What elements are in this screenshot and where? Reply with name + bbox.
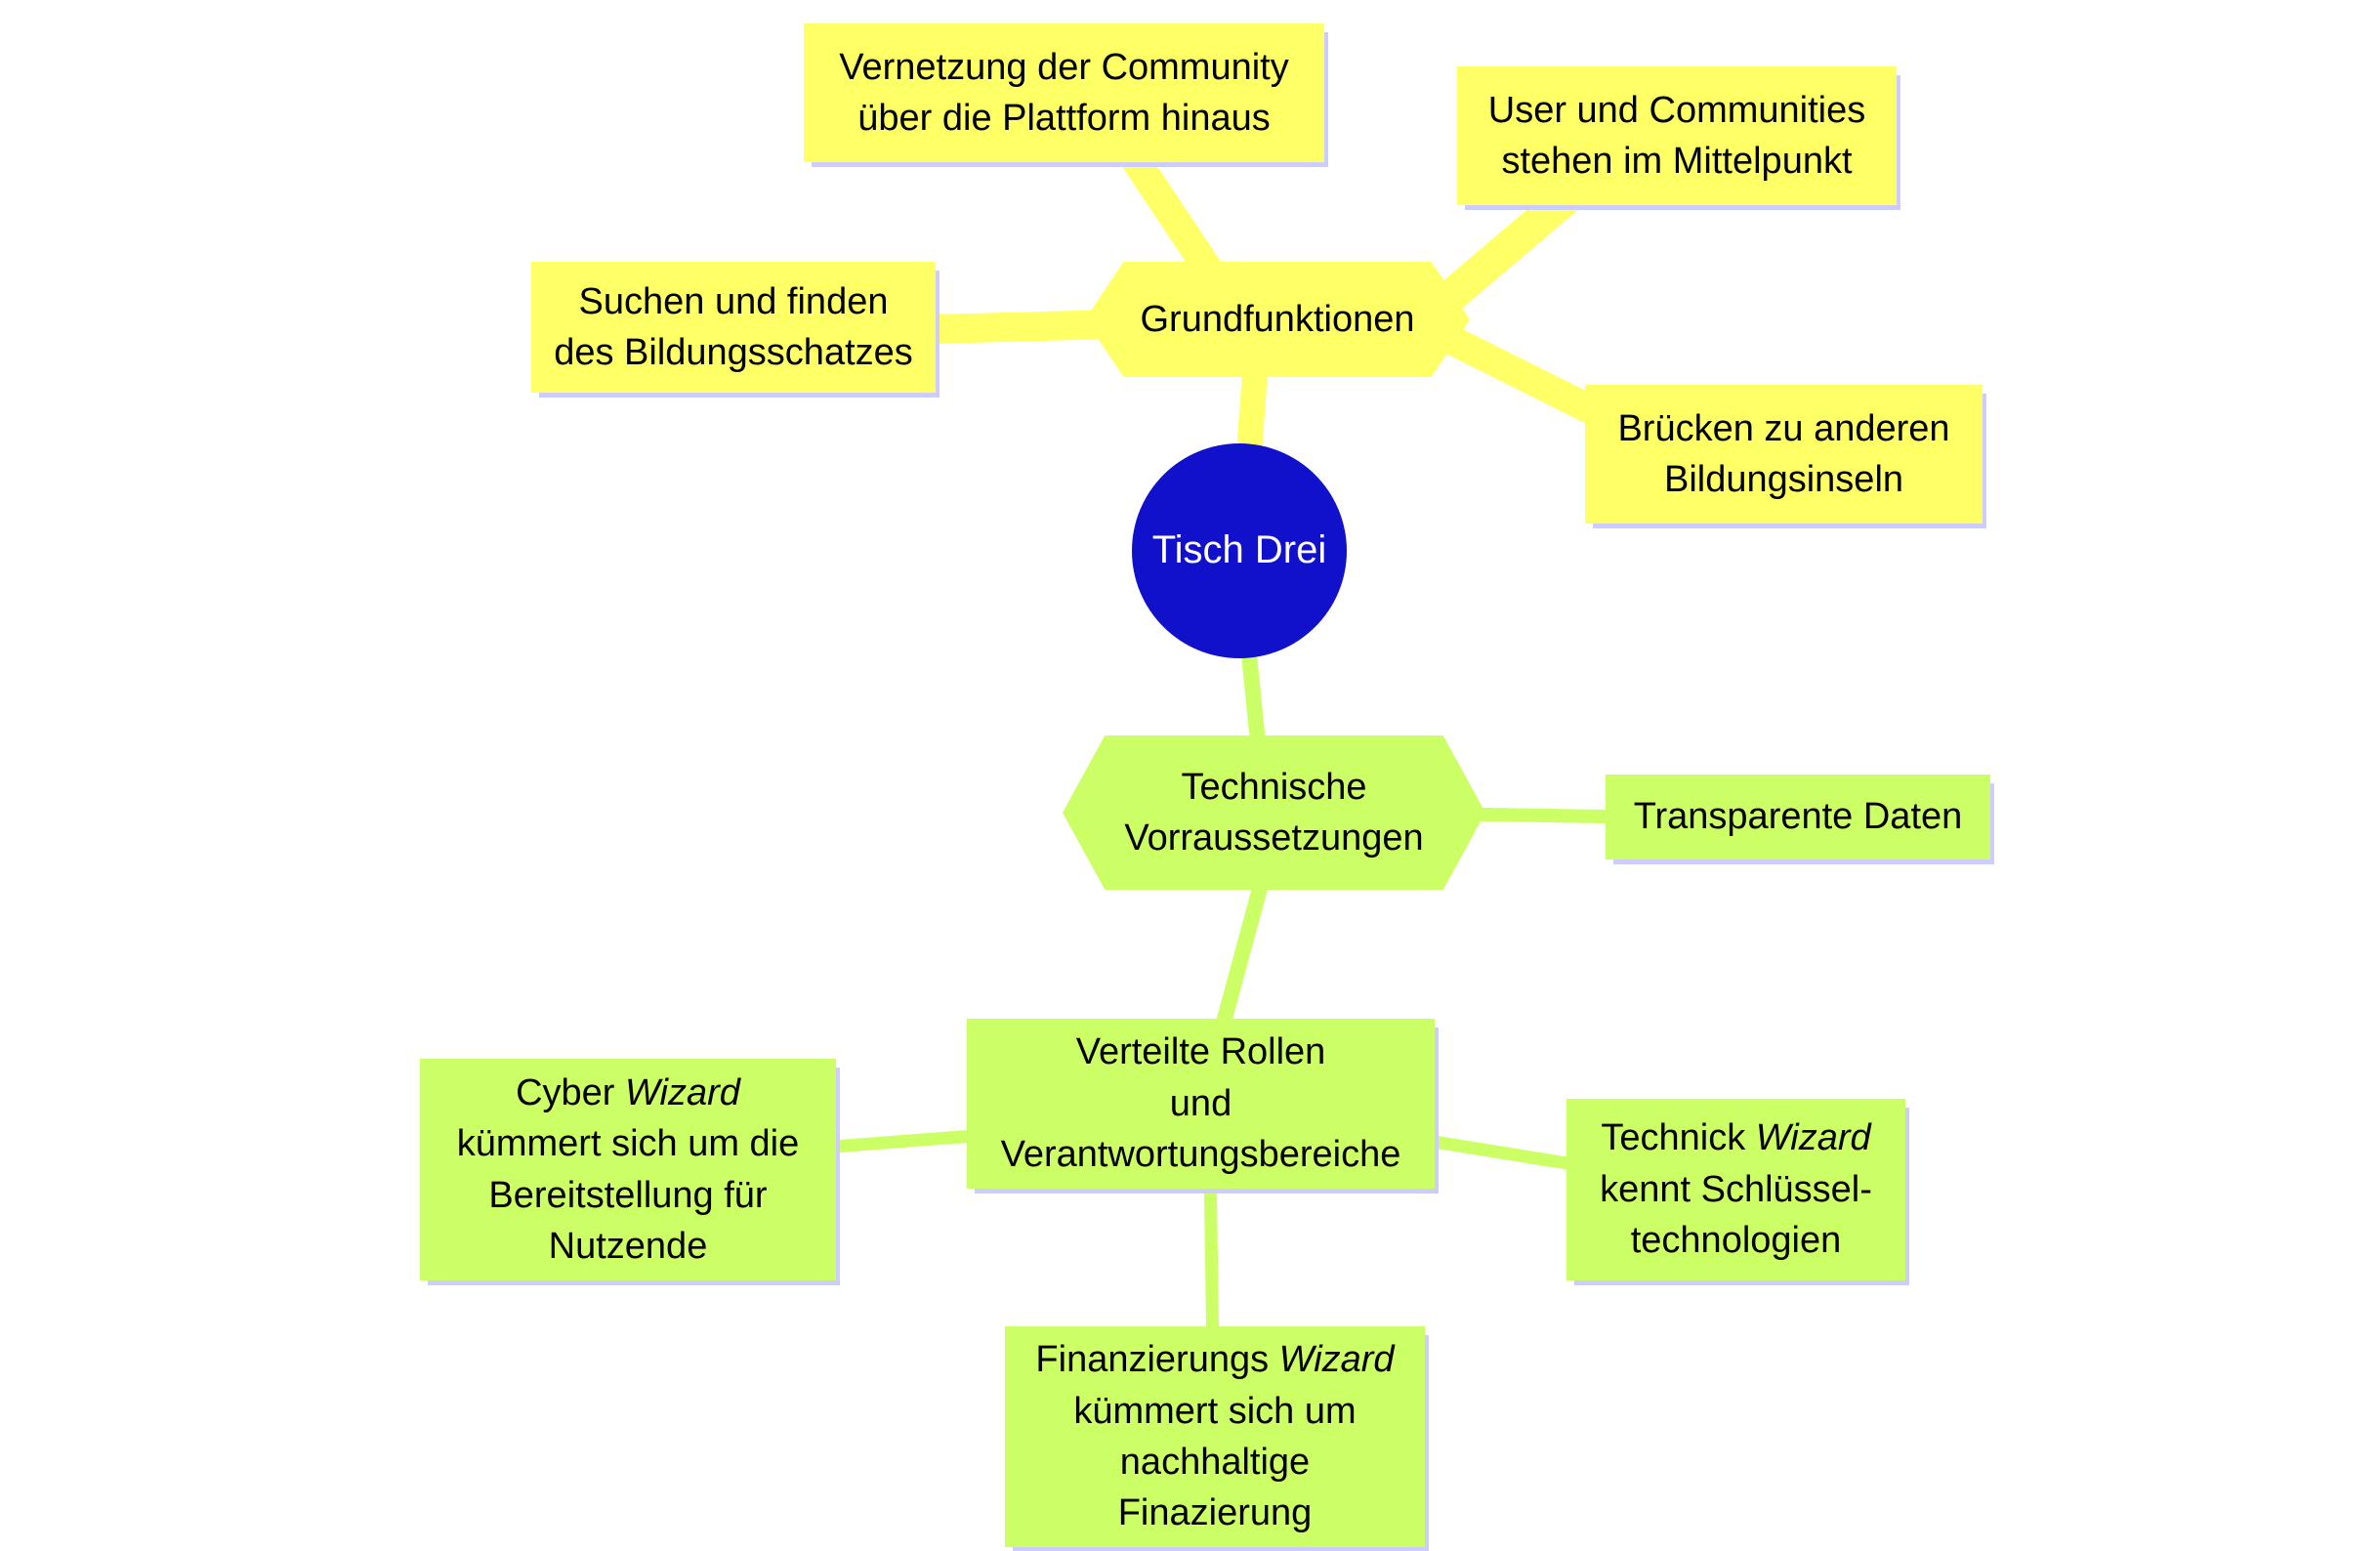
node-text: Tisch Drei	[1151, 528, 1327, 572]
node-text: Verteilte Rollen	[1075, 1031, 1326, 1073]
node-text-italic: Wizard	[625, 1071, 740, 1113]
node-text: kümmert sich um die	[456, 1123, 800, 1165]
node-text-part: Finanzierungs	[1035, 1339, 1279, 1381]
node-text: stehen im Mittelpunkt	[1501, 141, 1853, 182]
node-technick-wizard[interactable]: Technick Wizard kennt Schlüssel- technol…	[1566, 1099, 1905, 1280]
node-text: technologien	[1630, 1220, 1842, 1262]
node-text: Verantwortungsbereiche	[1000, 1134, 1401, 1176]
node-text: Technick Wizard	[1601, 1112, 1870, 1163]
node-text-part: Cyber	[516, 1071, 625, 1113]
node-text: kümmert sich um	[1073, 1390, 1357, 1432]
node-text: nachhaltige	[1119, 1442, 1311, 1483]
node-text: User und Communities	[1487, 89, 1866, 131]
node-text: Nutzende	[548, 1225, 708, 1267]
node-text: Finanzierungs Wizard	[1035, 1334, 1394, 1385]
node-text: Grundfunktionen	[1140, 298, 1415, 340]
node-text: Cyber Wizard	[516, 1068, 740, 1118]
node-vernetzung-der-community[interactable]: Vernetzung der Community über die Plattf…	[804, 23, 1324, 162]
node-finanzierungs-wizard[interactable]: Finanzierungs Wizard kümmert sich um nac…	[1005, 1326, 1425, 1547]
node-technische-vorraussetzungen[interactable]: Technische Vorraussetzungen	[1063, 735, 1485, 890]
node-text: Bereitstellung für	[488, 1174, 768, 1216]
node-grundfunktionen[interactable]: Grundfunktionen	[1085, 262, 1470, 377]
node-text: Bildungsinseln	[1663, 459, 1904, 500]
node-text: Suchen und finden	[578, 280, 889, 322]
node-text: Transparente Daten	[1633, 796, 1963, 838]
node-text: des Bildungsschatzes	[554, 332, 913, 373]
node-cyber-wizard[interactable]: Cyber Wizard kümmert sich um die Bereits…	[420, 1059, 836, 1280]
node-text-italic: Wizard	[1755, 1117, 1871, 1159]
node-suchen-und-finden[interactable]: Suchen und finden des Bildungsschatzes	[531, 262, 936, 393]
node-text: Vorraussetzungen	[1124, 817, 1424, 859]
node-bruecken-zu-anderen-bildungsinseln[interactable]: Brücken zu anderen Bildungsinseln	[1585, 385, 1983, 524]
node-text: Technische	[1181, 766, 1367, 808]
node-text: Finazierung	[1117, 1492, 1313, 1534]
node-user-und-communities[interactable]: User und Communities stehen im Mittelpun…	[1457, 66, 1897, 205]
node-text: kennt Schlüssel-	[1600, 1168, 1872, 1210]
node-text-part: Technick	[1601, 1117, 1756, 1159]
node-text-italic: Wizard	[1278, 1339, 1395, 1381]
node-text: über die Plattform hinaus	[857, 98, 1271, 139]
node-transparente-daten[interactable]: Transparente Daten	[1606, 775, 1990, 859]
connector-verteilte-finanzierungs	[1203, 1161, 1220, 1359]
node-tisch-drei-center[interactable]: Tisch Drei	[1132, 443, 1347, 658]
node-text: Vernetzung der Community	[839, 46, 1289, 88]
node-verteilte-rollen[interactable]: Verteilte Rollen und Verantwortungsberei…	[967, 1019, 1435, 1189]
node-text: und	[1169, 1082, 1232, 1124]
node-text: Brücken zu anderen	[1617, 407, 1950, 449]
connector-verteilte-cyber	[819, 1128, 987, 1154]
